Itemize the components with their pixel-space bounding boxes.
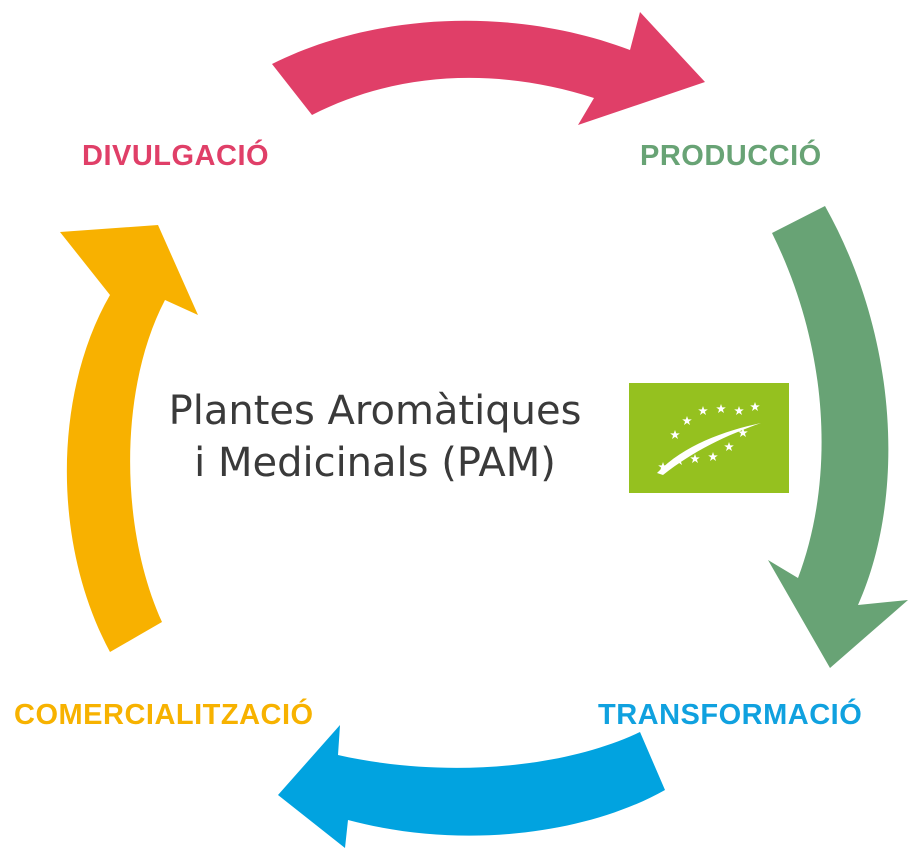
arrow-bottom	[278, 725, 665, 848]
stage-label-divulgacio: DIVULGACIÓ	[82, 140, 270, 172]
arrow-top	[272, 12, 705, 125]
stage-label-produccio: PRODUCCIÓ	[640, 140, 822, 172]
eu-organic-leaf-icon	[629, 383, 789, 493]
arrow-left	[60, 225, 198, 652]
eu-logo-stars	[658, 402, 760, 471]
arrow-right	[768, 206, 908, 668]
center-title-line-1: Plantes Aromàtiques	[168, 388, 582, 434]
stage-label-comercialitzacio: COMERCIALITZACIÓ	[14, 699, 314, 731]
center-title-line-2: i Medicinals (PAM)	[194, 440, 556, 486]
eu-logo-background	[629, 383, 789, 493]
eu-logo-leaf-stem	[657, 423, 761, 475]
center-title: Plantes Aromàtiques i Medicinals (PAM)	[140, 385, 610, 489]
stage-label-transformacio: TRANSFORMACIÓ	[598, 699, 863, 731]
